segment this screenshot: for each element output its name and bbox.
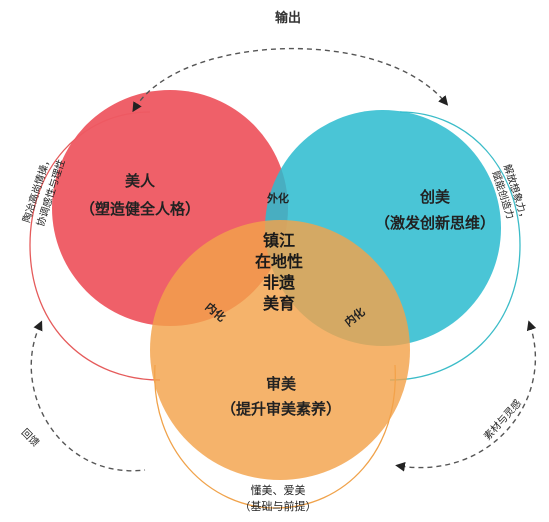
bottom-circle-title: 审美 [266, 375, 297, 393]
bottom-circle [150, 220, 410, 480]
bottom-ring-label-line2: （基础与前提） [240, 499, 317, 513]
top-dashed-arrow [132, 48, 449, 113]
core-line-3: 非遗 [263, 273, 295, 292]
left-circle-title: 美人 [125, 172, 156, 190]
overlap-top-label: 外化 [266, 191, 289, 205]
right-circle-subtitle: （激发创新思维） [375, 214, 495, 232]
top-output-label: 输出 [275, 10, 301, 26]
core-line-1: 镇江 [263, 231, 295, 250]
bottom-outer-ring [154, 364, 396, 509]
bottom-left-dashed-arrow [30, 320, 146, 472]
right-circle-title: 创美 [419, 188, 451, 206]
bottom-left-feedback-label: 回馈 [19, 426, 42, 449]
core-line-4: 美育 [263, 294, 295, 313]
bottom-right-dashed-arrow [395, 320, 537, 472]
bottom-circle-subtitle: （提升审美素养） [221, 400, 341, 418]
left-circle-subtitle: （塑造健全人格） [80, 200, 200, 218]
core-line-2: 在地性 [255, 252, 303, 271]
bottom-ring-label-line1: 懂美、爱美 [251, 484, 306, 497]
